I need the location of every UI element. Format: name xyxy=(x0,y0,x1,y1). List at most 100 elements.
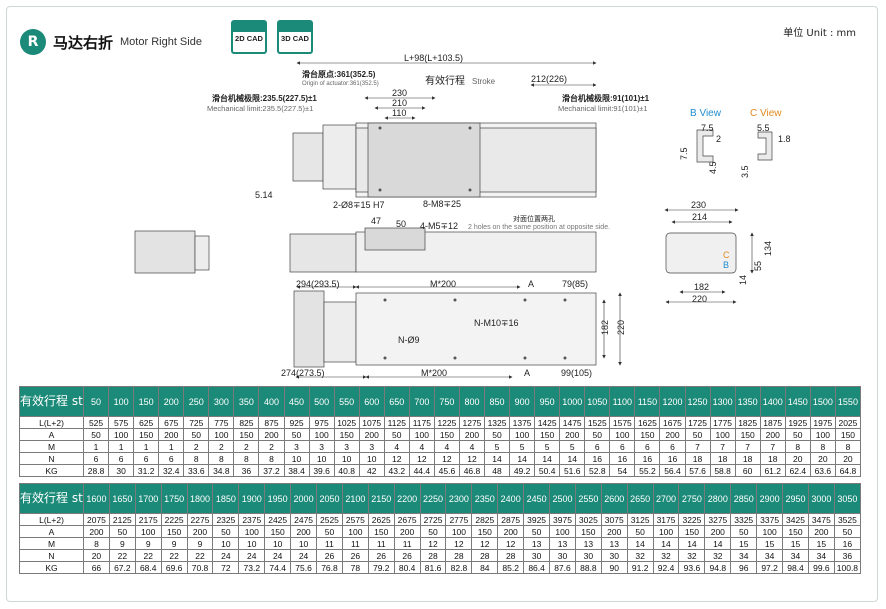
table-cell: 100 xyxy=(809,428,836,441)
table-cell: 4 xyxy=(383,440,410,453)
table-cell: 24 xyxy=(238,549,266,562)
table-cell: 18 xyxy=(684,452,711,465)
table-cell: 1900 xyxy=(238,483,266,514)
row-label: 有效行程 stroke xyxy=(19,483,84,514)
table-cell: 100 xyxy=(709,428,736,441)
table-cell: 8 xyxy=(83,537,110,550)
end-dim-230: 230 xyxy=(691,200,706,210)
table-cell: 40.8 xyxy=(333,464,360,477)
table-cell: 925 xyxy=(283,416,310,429)
table-cell: 11 xyxy=(341,537,369,550)
table-cell: 1 xyxy=(82,440,110,453)
table-cell: 3525 xyxy=(833,513,862,526)
table-cell: 2 xyxy=(233,440,260,453)
cad-2d-text: 2D CAD xyxy=(235,34,263,43)
table-cell: 32.4 xyxy=(158,464,185,477)
table-cell: 3050 xyxy=(833,483,862,514)
table-cell: 1200 xyxy=(659,386,686,417)
table-cell: 1325 xyxy=(483,416,511,429)
table-cell: 28 xyxy=(445,549,473,562)
table-cell: 20 xyxy=(784,452,811,465)
table-cell: 2175 xyxy=(134,513,162,526)
table-cell: 150 xyxy=(834,428,862,441)
table-cell: 32 xyxy=(652,549,680,562)
table-cell: 50 xyxy=(784,428,811,441)
table-cell: 16 xyxy=(584,452,611,465)
table-cell: 81.6 xyxy=(419,561,447,574)
table-cell: 9 xyxy=(134,537,162,550)
table-cell: 13 xyxy=(549,537,576,550)
table-cell: 8 xyxy=(183,452,210,465)
table-cell: 9 xyxy=(108,537,136,550)
table-cell: 2050 xyxy=(316,483,343,514)
cad-3d-label: 3D CAD xyxy=(279,34,311,43)
table-cell: 150 xyxy=(734,428,761,441)
unit-label: 单位 Unit : mm xyxy=(783,28,856,39)
table-cell: 45.6 xyxy=(433,464,460,477)
table-cell: 1425 xyxy=(534,416,561,429)
table-cell: 1825 xyxy=(734,416,761,429)
table-cell: 50 xyxy=(730,525,758,538)
table-cell: 66 xyxy=(83,561,110,574)
n-d9-holes: N-Ø9 xyxy=(398,335,420,345)
table-cell: 2650 xyxy=(626,483,654,514)
table-cell: 12 xyxy=(408,452,435,465)
table-cell: 22 xyxy=(134,549,162,562)
table-cell: 200 xyxy=(659,428,686,441)
table-cell: 2075 xyxy=(83,513,110,526)
cad-3d-text: 3D CAD xyxy=(281,34,309,43)
table-cell: 675 xyxy=(158,416,185,429)
table-cell: 39.6 xyxy=(308,464,335,477)
table-cell: 14 xyxy=(483,452,511,465)
table-cell: 200 xyxy=(393,525,421,538)
table-cell: 26 xyxy=(341,549,369,562)
table-cell: 3975 xyxy=(549,513,576,526)
table-cell: 1050 xyxy=(584,386,611,417)
table-cell: 1350 xyxy=(734,386,761,417)
table-cell: 900 xyxy=(509,386,536,417)
table-cell: 14 xyxy=(678,537,706,550)
mech-limit-right-en: Mechanical limit:91(101)±1 xyxy=(558,104,648,113)
spec-table-1: 有效行程 stroke50100150200250300350400450500… xyxy=(19,386,862,477)
motor-side-left xyxy=(134,230,196,274)
table-cell: 2325 xyxy=(212,513,240,526)
table-cell: 50 xyxy=(419,525,447,538)
table-cell: 100 xyxy=(609,428,636,441)
table-cell: 6 xyxy=(609,440,636,453)
table-cell: 200 xyxy=(458,428,486,441)
table-cell: 1000 xyxy=(559,386,586,417)
table-cell: 50 xyxy=(82,428,110,441)
table-cell: 18 xyxy=(734,452,761,465)
table-cell: 9 xyxy=(160,537,188,550)
c-dim-35: 3.5 xyxy=(740,165,750,178)
cad-2d-button[interactable]: 2D CAD xyxy=(231,20,267,54)
table-cell: 20 xyxy=(834,452,862,465)
table-cell: 725 xyxy=(183,416,210,429)
table-cell: 1625 xyxy=(634,416,661,429)
table-cell: 30 xyxy=(549,549,576,562)
table-cell: 1125 xyxy=(383,416,410,429)
table-cell: 8 xyxy=(834,440,862,453)
table-cell: 30 xyxy=(600,549,628,562)
motor-side xyxy=(289,233,357,273)
c-dim-55: 5.5 xyxy=(757,123,770,133)
table-cell: 98.4 xyxy=(782,561,809,574)
row-label: N xyxy=(19,452,84,465)
table-cell: 14 xyxy=(559,452,586,465)
table-cell: 2350 xyxy=(471,483,499,514)
table-cell: 3925 xyxy=(523,513,551,526)
row-label: KG xyxy=(19,464,84,477)
coupling-top xyxy=(322,124,357,190)
cad-3d-button[interactable]: 3D CAD xyxy=(277,20,313,54)
table-cell: 16 xyxy=(833,537,862,550)
table-cell: 10 xyxy=(283,452,310,465)
table-cell: 300 xyxy=(208,386,235,417)
mech-limit-left: 滑台机械极限:235.5(227.5)±1 xyxy=(212,93,317,103)
table-cell: 2000 xyxy=(290,483,318,514)
table-cell: 24 xyxy=(264,549,292,562)
table-cell: 63.6 xyxy=(809,464,836,477)
table-cell: 1975 xyxy=(809,416,836,429)
table-cell: 12 xyxy=(471,537,499,550)
table-cell: 4 xyxy=(458,440,486,453)
